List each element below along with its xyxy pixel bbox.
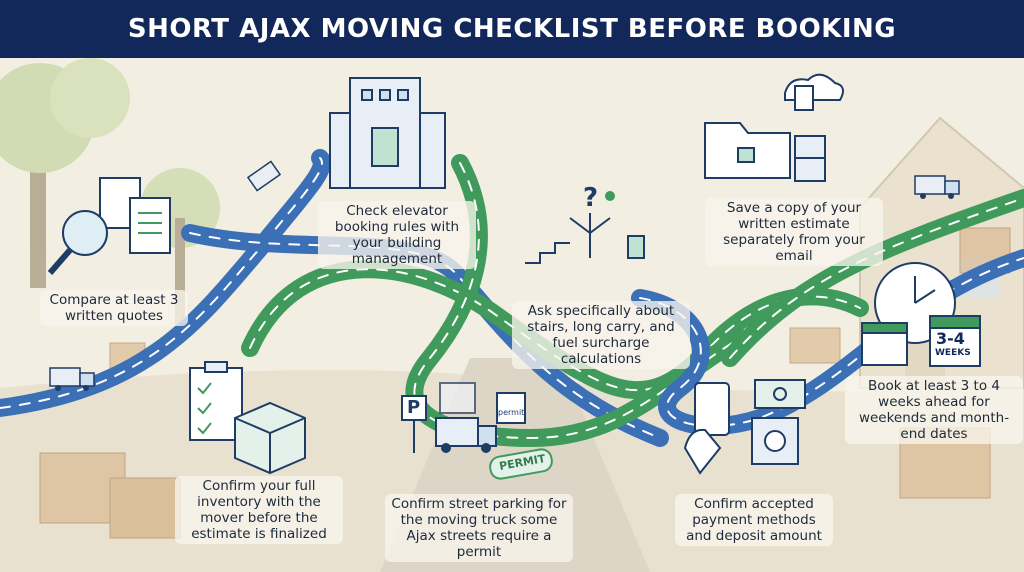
folder-cabinet-icon — [704, 73, 845, 182]
checklist-item-book: Book at least 3 to 4 weeks ahead for wee… — [845, 376, 1023, 444]
clock-calendar-icon — [861, 262, 981, 367]
checklist-item-payment: Confirm accepted payment methods and dep… — [675, 494, 833, 546]
parking-sign: P — [407, 397, 421, 418]
building-icon — [329, 77, 446, 189]
truck-icon — [49, 367, 95, 391]
weeks-calendar-word: WEEKS — [935, 348, 971, 358]
page-title-text: SHORT AJAX MOVING CHECKLIST BEFORE BOOKI… — [127, 14, 897, 44]
truck-icon — [914, 175, 960, 199]
checklist-item-parking: Confirm street parking for the moving tr… — [385, 494, 573, 562]
truck-icon — [246, 160, 282, 192]
permit-sign: permit — [498, 408, 525, 417]
page-title: SHORT AJAX MOVING CHECKLIST BEFORE BOOKI… — [0, 0, 1024, 58]
checklist-item-quotes: Compare at least 3 written quotes — [40, 290, 188, 326]
illustration-scene: ? P permit PERMIT 3-4 WEEKS Compare at l… — [0, 58, 1024, 572]
weeks-calendar-number: 3-4 — [936, 329, 965, 348]
checklist-item-stairs: Ask specifically about stairs, long carr… — [512, 301, 690, 369]
checklist-item-inventory: Confirm your full inventory with the mov… — [175, 476, 343, 544]
clipboard-box-icon — [189, 361, 306, 475]
question-mark-icon: ? — [583, 183, 599, 213]
checklist-item-estimate: Save a copy of your written estimate sep… — [705, 198, 883, 266]
directions-icon — [525, 191, 645, 264]
magnifier-documents-icon — [47, 177, 171, 275]
parking-truck-icon — [401, 382, 553, 480]
payment-icon — [683, 379, 806, 475]
checklist-item-elevator: Check elevator booking rules with your b… — [318, 201, 476, 269]
